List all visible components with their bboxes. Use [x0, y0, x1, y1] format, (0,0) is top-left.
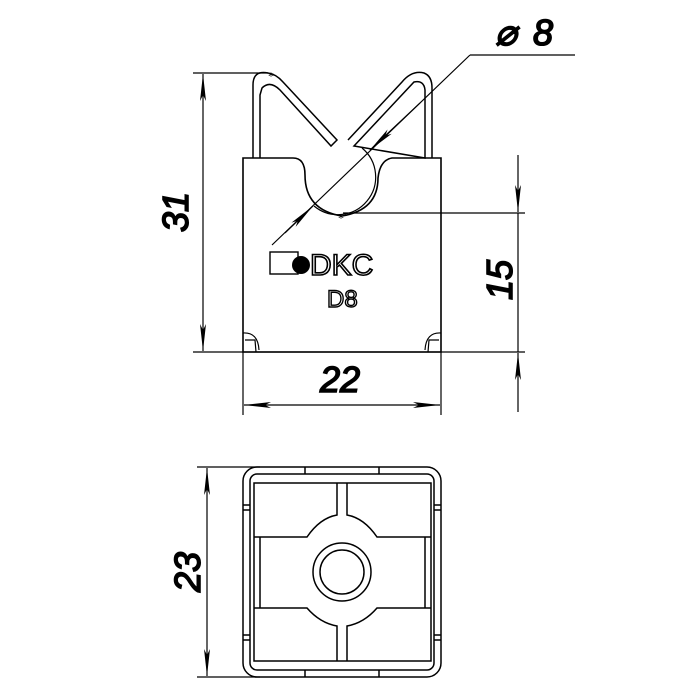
seat-circle: [313, 147, 377, 216]
left-wire: [252, 71, 339, 158]
right-wire: [347, 71, 433, 159]
front-view: DKC D8 * *: [242, 69, 442, 353]
corner-detail-right: [424, 332, 442, 353]
plan-view: [242, 466, 442, 678]
point-marker: *: [268, 69, 274, 83]
brand-text: DKC: [310, 249, 373, 282]
diameter-symbol: ⌀: [495, 12, 520, 53]
dimension-31: [193, 72, 525, 353]
dim-height-total: 31: [155, 192, 196, 232]
dim-diameter: 8: [533, 12, 553, 53]
dim-width: 22: [319, 359, 360, 400]
clip-body: [242, 157, 442, 353]
dimension-22: [242, 352, 442, 415]
point-marker: *: [338, 211, 344, 225]
dimension-15: [343, 155, 525, 412]
dim-depth: 23: [167, 552, 208, 593]
dim-height-to-seat: 15: [479, 259, 520, 300]
dkc-logo: DKC: [269, 248, 374, 283]
dimension-23: [197, 466, 260, 678]
corner-detail-left: [242, 332, 260, 353]
model-marking: D8: [327, 286, 358, 313]
dimension-diameter: [271, 54, 575, 246]
